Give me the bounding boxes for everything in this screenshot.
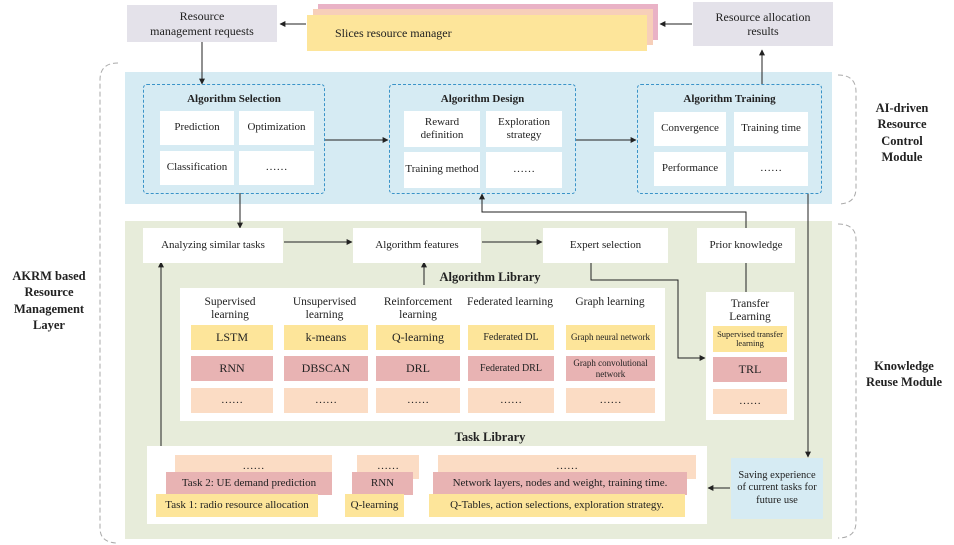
lstm-box: LSTM bbox=[191, 325, 273, 350]
supervised-transfer-box: Supervised transfer learning bbox=[713, 326, 787, 352]
algorithm-design-title: Algorithm Design bbox=[440, 93, 525, 105]
graph-title: Graph learning bbox=[575, 296, 645, 308]
rnn-box: RNN bbox=[191, 356, 273, 381]
algorithm-selection-title: Algorithm Selection bbox=[187, 93, 281, 105]
unsupervised-title: Unsupervised learning bbox=[292, 296, 357, 322]
algorithm-training-title: Algorithm Training bbox=[683, 93, 776, 105]
arrow-prior-to-design bbox=[479, 193, 747, 228]
gnn-box: Graph neural network bbox=[566, 325, 655, 350]
resource-results-box: Resource allocation results bbox=[693, 2, 833, 46]
transfer-learning-title: Transfer Learning bbox=[729, 298, 771, 324]
supervised-more-box: …… bbox=[191, 388, 273, 413]
training-item-time: Training time bbox=[734, 112, 808, 146]
design-item-exploration: Exploration strategy bbox=[486, 111, 562, 147]
arrow-expert-to-transfer bbox=[590, 262, 706, 361]
control-module-label: AI-driven Resource Control Module bbox=[875, 101, 929, 164]
task1-algorithm-box: Q-learning bbox=[345, 494, 404, 517]
task1-name-box: Task 1: radio resource allocation bbox=[156, 494, 318, 517]
training-item-more: …… bbox=[734, 152, 808, 186]
algorithm-design-group: Algorithm Design Reward definition Explo… bbox=[389, 84, 576, 194]
saving-experience-box: Saving experience of current tasks for f… bbox=[731, 458, 823, 519]
task2-name-box: Task 2: UE demand prediction bbox=[166, 472, 332, 495]
analyzing-tasks-box: Analyzing similar tasks bbox=[143, 228, 283, 263]
slices-manager-box: Slices resource manager bbox=[307, 15, 647, 51]
federated-dl-box: Federated DL bbox=[468, 325, 554, 350]
task1-details-box: Q-Tables, action selections, exploration… bbox=[429, 494, 685, 517]
qlearning-box: Q-learning bbox=[376, 325, 460, 350]
federated-drl-box: Federated DRL bbox=[468, 356, 554, 381]
design-item-training-method: Training method bbox=[404, 152, 480, 188]
design-item-more: …… bbox=[486, 152, 562, 188]
dbscan-box: DBSCAN bbox=[284, 356, 368, 381]
drl-box: DRL bbox=[376, 356, 460, 381]
reinforcement-title: Reinforcement learning bbox=[383, 296, 453, 322]
algorithm-training-group: Algorithm Training Convergence Training … bbox=[637, 84, 822, 194]
selection-item-prediction: Prediction bbox=[160, 111, 234, 145]
akrm-bracket bbox=[99, 62, 119, 544]
training-item-convergence: Convergence bbox=[654, 112, 726, 146]
selection-item-optimization: Optimization bbox=[239, 111, 314, 145]
training-item-performance: Performance bbox=[654, 152, 726, 186]
reuse-module-label: Knowledge Reuse Module bbox=[865, 359, 943, 390]
federated-title: Federated learning bbox=[467, 296, 553, 308]
supervised-title: Supervised learning bbox=[204, 296, 256, 322]
trl-box: TRL bbox=[713, 357, 787, 382]
control-bracket bbox=[837, 74, 857, 205]
slices-manager-label: Slices resource manager bbox=[335, 25, 452, 40]
selection-item-more: …… bbox=[239, 151, 314, 185]
algorithm-library-title: Algorithm Library bbox=[439, 270, 541, 284]
kmeans-box: k-means bbox=[284, 325, 368, 350]
task2-algorithm-box: RNN bbox=[352, 472, 413, 495]
resource-requests-box: Resource management requests bbox=[127, 5, 277, 42]
expert-selection-box: Expert selection bbox=[543, 228, 668, 263]
gcn-box: Graph convolutional network bbox=[566, 356, 655, 381]
task2-details-box: Network layers, nodes and weight, traini… bbox=[433, 472, 687, 495]
task-library-title: Task Library bbox=[454, 430, 526, 444]
design-item-reward: Reward definition bbox=[404, 111, 480, 147]
reinforcement-more-box: …… bbox=[376, 388, 460, 413]
selection-item-classification: Classification bbox=[160, 151, 234, 185]
federated-more-box: …… bbox=[468, 388, 554, 413]
algorithm-selection-group: Algorithm Selection Prediction Optimizat… bbox=[143, 84, 325, 194]
transfer-more-box: …… bbox=[713, 389, 787, 414]
prior-knowledge-box: Prior knowledge bbox=[697, 228, 795, 263]
reuse-bracket bbox=[837, 223, 857, 539]
graph-more-box: …… bbox=[566, 388, 655, 413]
unsupervised-more-box: …… bbox=[284, 388, 368, 413]
algorithm-features-box: Algorithm features bbox=[353, 228, 481, 263]
akrm-layer-label: AKRM based Resource Management Layer bbox=[12, 269, 86, 332]
